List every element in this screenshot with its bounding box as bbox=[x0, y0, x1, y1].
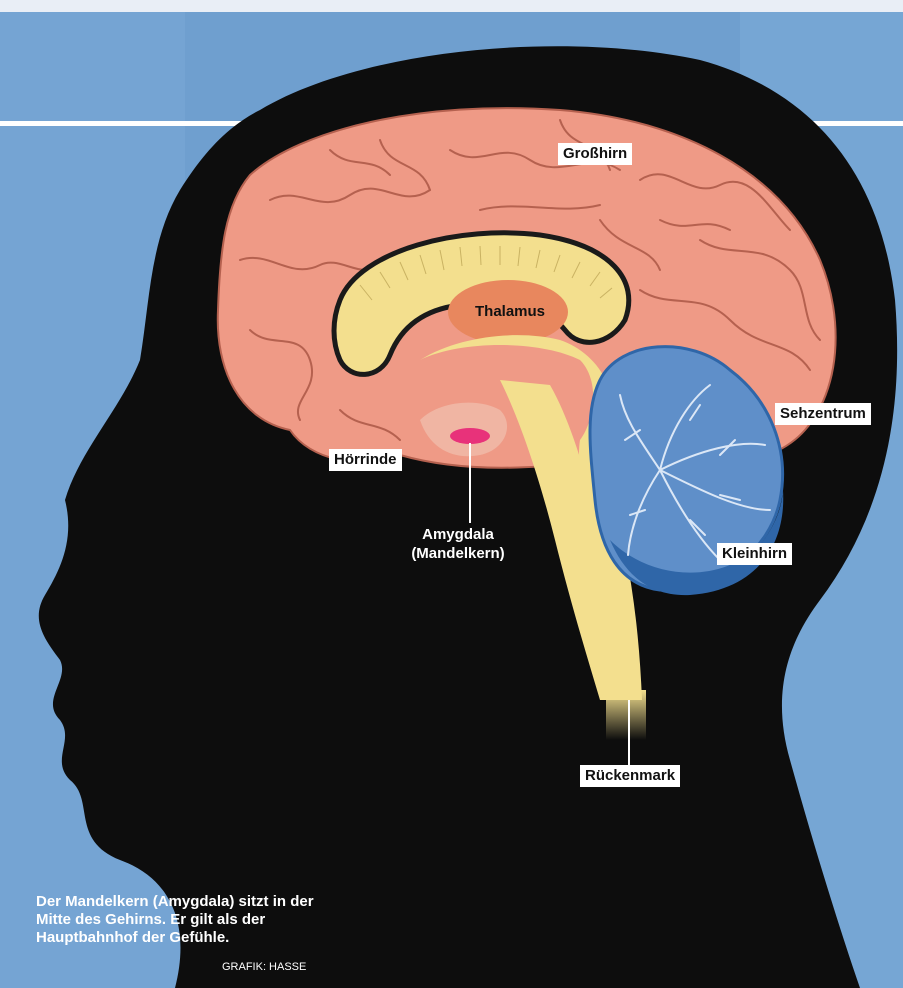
background-paper-strip bbox=[0, 0, 903, 12]
label-hoerrinde: Hörrinde bbox=[329, 449, 402, 471]
graphic-credit: GRAFIK: HASSE bbox=[222, 961, 306, 973]
label-grosshirn: Großhirn bbox=[558, 143, 632, 165]
amygdala-leader bbox=[469, 443, 471, 523]
caption-text: Der Mandelkern (Amygdala) sitzt in der M… bbox=[36, 893, 326, 947]
label-amygdala-line1: Amygdala bbox=[402, 525, 514, 544]
spinal-cord-fade bbox=[606, 690, 646, 740]
label-sehzentrum: Sehzentrum bbox=[775, 403, 871, 425]
label-kleinhirn: Kleinhirn bbox=[717, 543, 792, 565]
label-amygdala-line2: (Mandelkern) bbox=[402, 544, 514, 563]
label-thalamus: Thalamus bbox=[470, 301, 550, 323]
label-rueckenmark: Rückenmark bbox=[580, 765, 680, 787]
rueckenmark-leader bbox=[628, 700, 630, 768]
label-amygdala: Amygdala (Mandelkern) bbox=[402, 525, 514, 563]
amygdala-shape bbox=[450, 428, 490, 444]
